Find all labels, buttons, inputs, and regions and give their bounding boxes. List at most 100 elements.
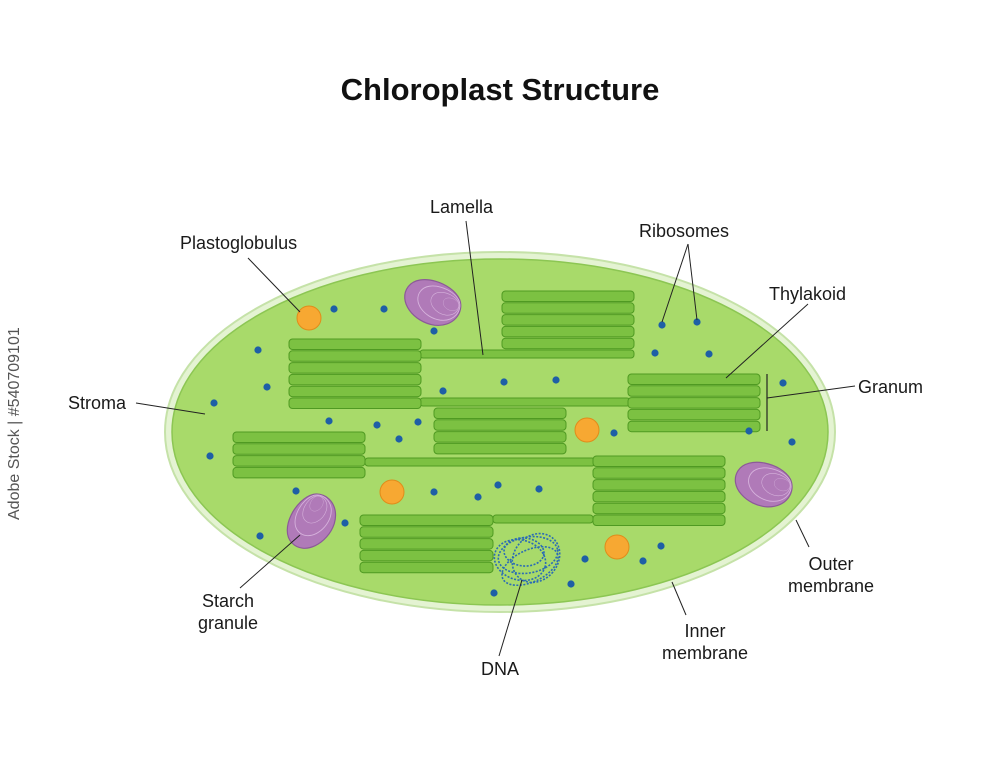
ribosome-11 [325,417,333,425]
leader-line-9 [671,581,687,616]
ribosome-8 [292,487,300,495]
ribosome-28 [494,481,502,489]
label-dna: DNA [481,659,520,679]
granum-4 [433,407,567,455]
label-outer-membrane: Outer membrane [776,553,886,597]
starch-layer [309,495,324,512]
ribosome-24 [745,427,753,435]
starch-layer [774,478,791,492]
starch-layer [761,473,791,497]
thylakoid-disc [359,526,494,538]
ribosome-4 [254,346,262,354]
starch-granule-2 [734,461,793,508]
thylakoid-disc [592,455,726,467]
label-inner-membrane: Inner membrane [650,620,760,664]
ribosome-16 [500,378,508,386]
starch-layer [294,494,332,537]
leader-line-2 [247,257,301,313]
thylakoid-disc [501,325,635,338]
starch-layer [748,467,792,502]
thylakoid-disc [359,561,494,574]
label-starch-granule-line2: granule [197,613,259,633]
thylakoid-disc [359,514,494,526]
starch-layer [417,285,461,321]
ribosome-9 [256,532,264,540]
leader-line-1 [465,220,484,356]
ribosome-6 [210,399,218,407]
thylakoid-disc [433,442,567,455]
leader-line-8 [795,519,810,548]
starch-layer [443,297,460,311]
grana-group [232,290,761,574]
starch-layer [302,495,328,524]
starch-granule-3 [286,493,337,549]
label-granum: Granum [858,377,924,397]
starch-granules-group [286,279,793,549]
ribosome-26 [430,488,438,496]
thylakoid-disc [359,538,494,550]
leader-lines-group [135,220,856,657]
label-inner-membrane-line1: Inner [684,621,726,641]
dna-loop-5 [503,537,545,567]
ribosome-33 [657,542,665,550]
thylakoid-disc [627,373,761,385]
label-outer-membrane-line1: Outer [808,554,854,574]
thylakoid-disc [359,549,494,562]
ribosome-1 [330,305,338,313]
dna-loop-3 [511,532,561,584]
leader-line-6 [766,385,856,399]
dna-loop-4 [501,545,559,587]
ribosome-29 [535,485,543,493]
thylakoid-disc [592,502,726,515]
thylakoid-disc [627,408,761,421]
thylakoid-disc [288,373,422,386]
ribosome-7 [206,452,214,460]
thylakoid-disc [288,385,422,398]
diagram-title: Chloroplast Structure [340,72,660,107]
ribosome-25 [610,429,618,437]
thylakoid-disc [433,419,567,431]
granum-3 [627,373,761,433]
stock-watermark: Adobe Stock | #540709101 [6,327,23,520]
lamella-1 [419,349,635,359]
leader-line-3 [661,243,689,323]
granum-5 [232,431,366,479]
label-lamella: Lamella [430,197,494,217]
plastoglobulus-3 [379,479,405,505]
ribosome-17 [552,376,560,384]
thylakoid-disc [501,314,635,326]
plastoglobulus-4 [604,534,630,560]
label-plastoglobulus: Plastoglobulus [180,233,298,253]
thylakoid-disc [232,431,366,443]
label-thylakoid: Thylakoid [769,284,847,304]
ribosome-18 [651,349,659,357]
thylakoid-disc [433,407,567,419]
thylakoid-disc [501,302,635,314]
lamella-2 [419,397,631,407]
thylakoid-disc [627,397,761,409]
dna-loop-1 [497,535,559,575]
granum-2 [288,338,422,409]
dna-coil [493,532,561,587]
thylakoid-disc [501,337,635,350]
label-ribosomes: Ribosomes [639,221,730,241]
leader-line-11 [239,534,301,589]
leader-line-4 [687,243,698,321]
ribosome-30 [567,580,575,588]
ribosome-2 [380,305,388,313]
thylakoid-disc [592,479,726,491]
thylakoid-disc [501,290,635,302]
granum-1 [501,290,635,350]
ribosome-10 [341,519,349,527]
thylakoid-disc [232,443,366,455]
ribosome-31 [490,589,498,597]
thylakoid-disc [232,455,366,467]
thylakoid-disc [592,514,726,526]
leader-line-10 [498,579,523,657]
thylakoid-disc [288,397,422,409]
leader-line-7 [135,402,206,415]
thylakoid-disc [627,420,761,433]
leader-line-5 [725,303,809,379]
